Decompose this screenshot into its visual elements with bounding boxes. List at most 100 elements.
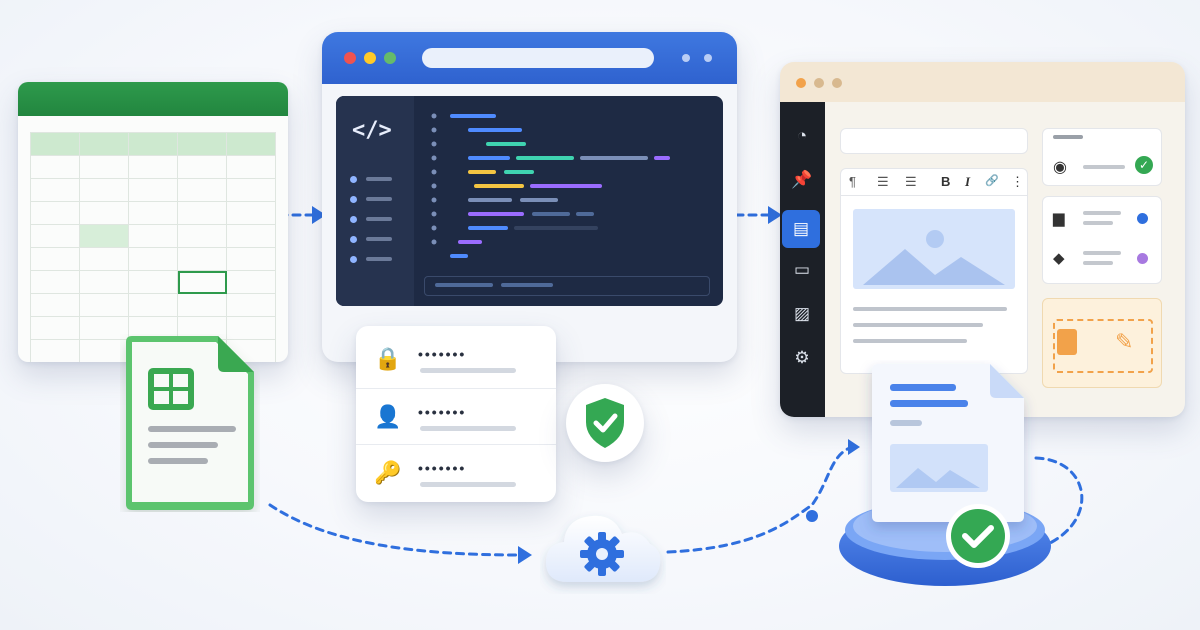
close-window-button[interactable] xyxy=(344,52,356,64)
code-line xyxy=(468,156,510,160)
shield-check-icon xyxy=(566,384,644,462)
body-text-line xyxy=(853,307,1007,311)
connector-cloud-to-doc xyxy=(666,445,854,554)
arrowhead-editor xyxy=(768,206,782,224)
selected-cell[interactable] xyxy=(177,270,227,294)
line-gutter xyxy=(431,113,437,245)
menu-dot[interactable] xyxy=(682,54,690,62)
category-text xyxy=(1083,211,1121,215)
editor-sidebar: </> xyxy=(336,96,414,306)
tag-icon: ◆ xyxy=(1053,250,1065,267)
close-window-button[interactable] xyxy=(796,78,806,88)
credentials-card: 🔒 ••••••• 👤 ••••••• 🔑 ••••••• xyxy=(356,326,556,502)
code-line xyxy=(468,226,508,230)
dashboard-icon[interactable]: ◔ xyxy=(796,126,808,145)
maximize-window-button[interactable] xyxy=(384,52,396,64)
more-options-icon[interactable]: ⋮ xyxy=(1011,174,1024,189)
arrowhead-cloud xyxy=(848,439,860,455)
edit-pencil-icon[interactable]: ✎ xyxy=(1115,329,1134,354)
sidebar-item-5[interactable] xyxy=(350,256,357,263)
key-icon: 🔑 xyxy=(374,460,402,485)
sidebar-item-1[interactable] xyxy=(350,176,357,183)
code-line xyxy=(450,114,496,118)
italic-button[interactable]: I xyxy=(965,174,971,189)
posts-icon[interactable]: ▤ xyxy=(782,210,820,248)
address-bar[interactable] xyxy=(422,48,654,68)
status-bar-text xyxy=(435,283,493,287)
spreadsheet-header-bar xyxy=(18,82,288,116)
cloud-gear-icon xyxy=(546,515,661,582)
image-placeholder xyxy=(853,209,1015,289)
spreadsheet-window xyxy=(18,82,288,362)
code-line xyxy=(654,156,670,160)
category-dot xyxy=(1137,213,1148,224)
code-line xyxy=(458,240,482,244)
draft-panel[interactable]: ✎ xyxy=(1042,298,1162,388)
minimize-window-button[interactable] xyxy=(814,78,824,88)
arrowhead-sheet xyxy=(312,206,326,224)
code-pane: </> xyxy=(336,96,723,306)
minimize-window-button[interactable] xyxy=(364,52,376,64)
code-line xyxy=(520,198,558,202)
arrowhead-file xyxy=(518,546,532,564)
panel-heading-bar xyxy=(1053,135,1083,139)
check-status-icon: ✓ xyxy=(1135,156,1153,174)
tag-text xyxy=(1083,261,1113,265)
credential-row-key[interactable]: 🔑 ••••••• xyxy=(356,444,556,502)
body-text-line xyxy=(853,339,967,343)
code-line xyxy=(486,142,526,146)
code-line xyxy=(450,254,468,258)
code-line xyxy=(468,128,522,132)
post-title-input[interactable] xyxy=(840,128,1028,154)
sidebar-item-2[interactable] xyxy=(350,196,357,203)
post-editor: ¶ ☰ ☰ B I 🔗 ⋮ xyxy=(840,168,1028,374)
maximize-window-button[interactable] xyxy=(832,78,842,88)
paragraph-icon[interactable]: ¶ xyxy=(849,174,856,189)
code-editor-window: </> xyxy=(322,32,737,362)
settings-icon[interactable]: ⚙ xyxy=(794,348,810,367)
masked-value: ••••••• xyxy=(418,460,467,476)
panel-text-bar xyxy=(1083,165,1125,169)
editor-toolbar: ¶ ☰ ☰ B I 🔗 ⋮ xyxy=(841,169,1027,196)
credential-hint-bar xyxy=(420,368,516,373)
editor-titlebar xyxy=(322,32,737,84)
code-line xyxy=(576,212,594,216)
menu-dot[interactable] xyxy=(704,54,712,62)
link-icon[interactable]: 🔗 xyxy=(985,175,999,187)
code-line xyxy=(468,170,496,174)
taxonomy-panel[interactable]: ▆ ◆ xyxy=(1042,196,1162,284)
comments-icon[interactable]: ▭ xyxy=(793,260,811,279)
lock-icon: 🔒 xyxy=(374,346,402,371)
spreadsheet-file-icon xyxy=(126,336,254,510)
code-line xyxy=(516,156,574,160)
credential-row-user[interactable]: 👤 ••••••• xyxy=(356,388,556,446)
category-text xyxy=(1083,221,1113,225)
published-document-icon xyxy=(839,364,1051,586)
pin-icon[interactable]: 📌 xyxy=(791,170,813,189)
tag-text xyxy=(1083,251,1121,255)
list-icon[interactable]: ☰ xyxy=(877,174,889,189)
connector-node xyxy=(806,510,818,522)
sidebar-item-bar xyxy=(366,237,392,241)
align-icon[interactable]: ☰ xyxy=(905,174,917,189)
sidebar-item-bar xyxy=(366,177,392,181)
sidebar-item-bar xyxy=(366,217,392,221)
credential-row-password[interactable]: 🔒 ••••••• xyxy=(356,330,556,388)
cms-titlebar xyxy=(780,62,1185,102)
bold-button[interactable]: B xyxy=(941,174,951,189)
cms-sidebar: ◔ 📌 ▤ ▭ ▨ ⚙ xyxy=(780,102,825,417)
sidebar-item-3[interactable] xyxy=(350,216,357,223)
status-bar-text xyxy=(501,283,553,287)
media-icon[interactable]: ▨ xyxy=(793,304,811,323)
connector-doc-to-cms xyxy=(1034,456,1084,547)
user-icon: 👤 xyxy=(374,404,402,429)
masked-value: ••••••• xyxy=(418,346,467,362)
body-text-line xyxy=(853,323,983,327)
eye-icon: ◉ xyxy=(1053,159,1067,176)
connector-file-to-cloud xyxy=(268,503,522,557)
visibility-panel[interactable]: ◉ ✓ xyxy=(1042,128,1162,186)
sidebar-item-4[interactable] xyxy=(350,236,357,243)
code-line xyxy=(580,156,648,160)
check-badge-icon xyxy=(946,504,1010,568)
